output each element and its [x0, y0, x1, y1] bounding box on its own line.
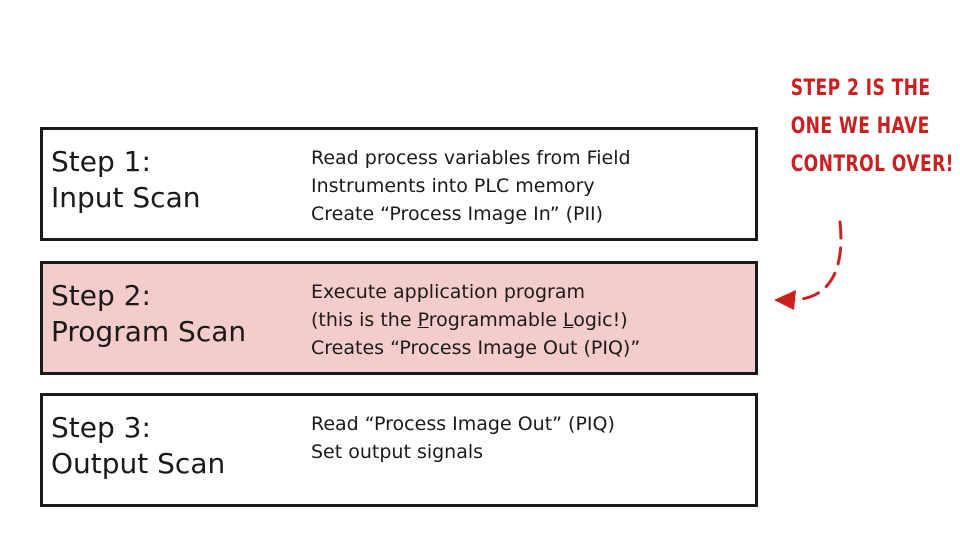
step-2-desc-line: Execute application program	[311, 281, 585, 303]
step-3-desc-line: Read “Process Image Out” (PIQ)	[311, 413, 615, 435]
step-1-desc-line: Create “Process Image In” (PII)	[311, 203, 604, 225]
step-1-title: Step 1: Input Scan	[51, 144, 200, 216]
step-1-desc-line: Instruments into PLC memory	[311, 175, 595, 197]
step-2-title: Step 2: Program Scan	[51, 278, 246, 350]
step-3-desc-line: Set output signals	[311, 441, 484, 463]
underlined-letter-l: L	[562, 309, 574, 331]
underlined-letter-p: P	[417, 309, 429, 331]
step-1-box: Step 1: Input Scan Read process variable…	[40, 127, 758, 241]
step-2-box: Step 2: Program Scan Execute application…	[40, 261, 758, 375]
step-2-desc-line: Creates “Process Image Out (PIQ)”	[311, 337, 641, 359]
step-1-title-line1: Step 1:	[51, 145, 151, 178]
annotation-line: STEP 2 IS THE	[790, 76, 931, 101]
step-2-title-line1: Step 2:	[51, 279, 151, 312]
annotation-line: CONTROL OVER!	[790, 152, 954, 177]
step-3-title: Step 3: Output Scan	[51, 410, 225, 482]
step-3-title-line1: Step 3:	[51, 411, 151, 444]
step-3-box: Step 3: Output Scan Read “Process Image …	[40, 393, 758, 507]
step-2-desc-text: rogrammable	[428, 309, 563, 331]
step-1-title-line2: Input Scan	[51, 181, 201, 214]
step-1-desc-line: Read process variables from Field	[311, 147, 631, 169]
step-2-desc-line: (this is the Programmable Logic!)	[311, 306, 640, 334]
annotation-line: ONE WE HAVE	[790, 114, 930, 139]
dashed-arrow-line	[788, 220, 843, 302]
step-3-description: Read “Process Image Out” (PIQ) Set outpu…	[311, 410, 615, 466]
step-2-desc-text: (this is the	[311, 309, 418, 331]
step-3-title-line2: Output Scan	[51, 447, 226, 480]
annotation-note: STEP 2 IS THE ONE WE HAVE CONTROL OVER!	[790, 70, 954, 184]
step-2-title-line2: Program Scan	[51, 315, 247, 348]
step-2-description: Execute application program (this is the…	[311, 278, 640, 362]
step-2-desc-text: ogic!)	[573, 309, 628, 331]
step-1-description: Read process variables from Field Instru…	[311, 144, 631, 228]
arrow-head-icon	[774, 290, 796, 310]
